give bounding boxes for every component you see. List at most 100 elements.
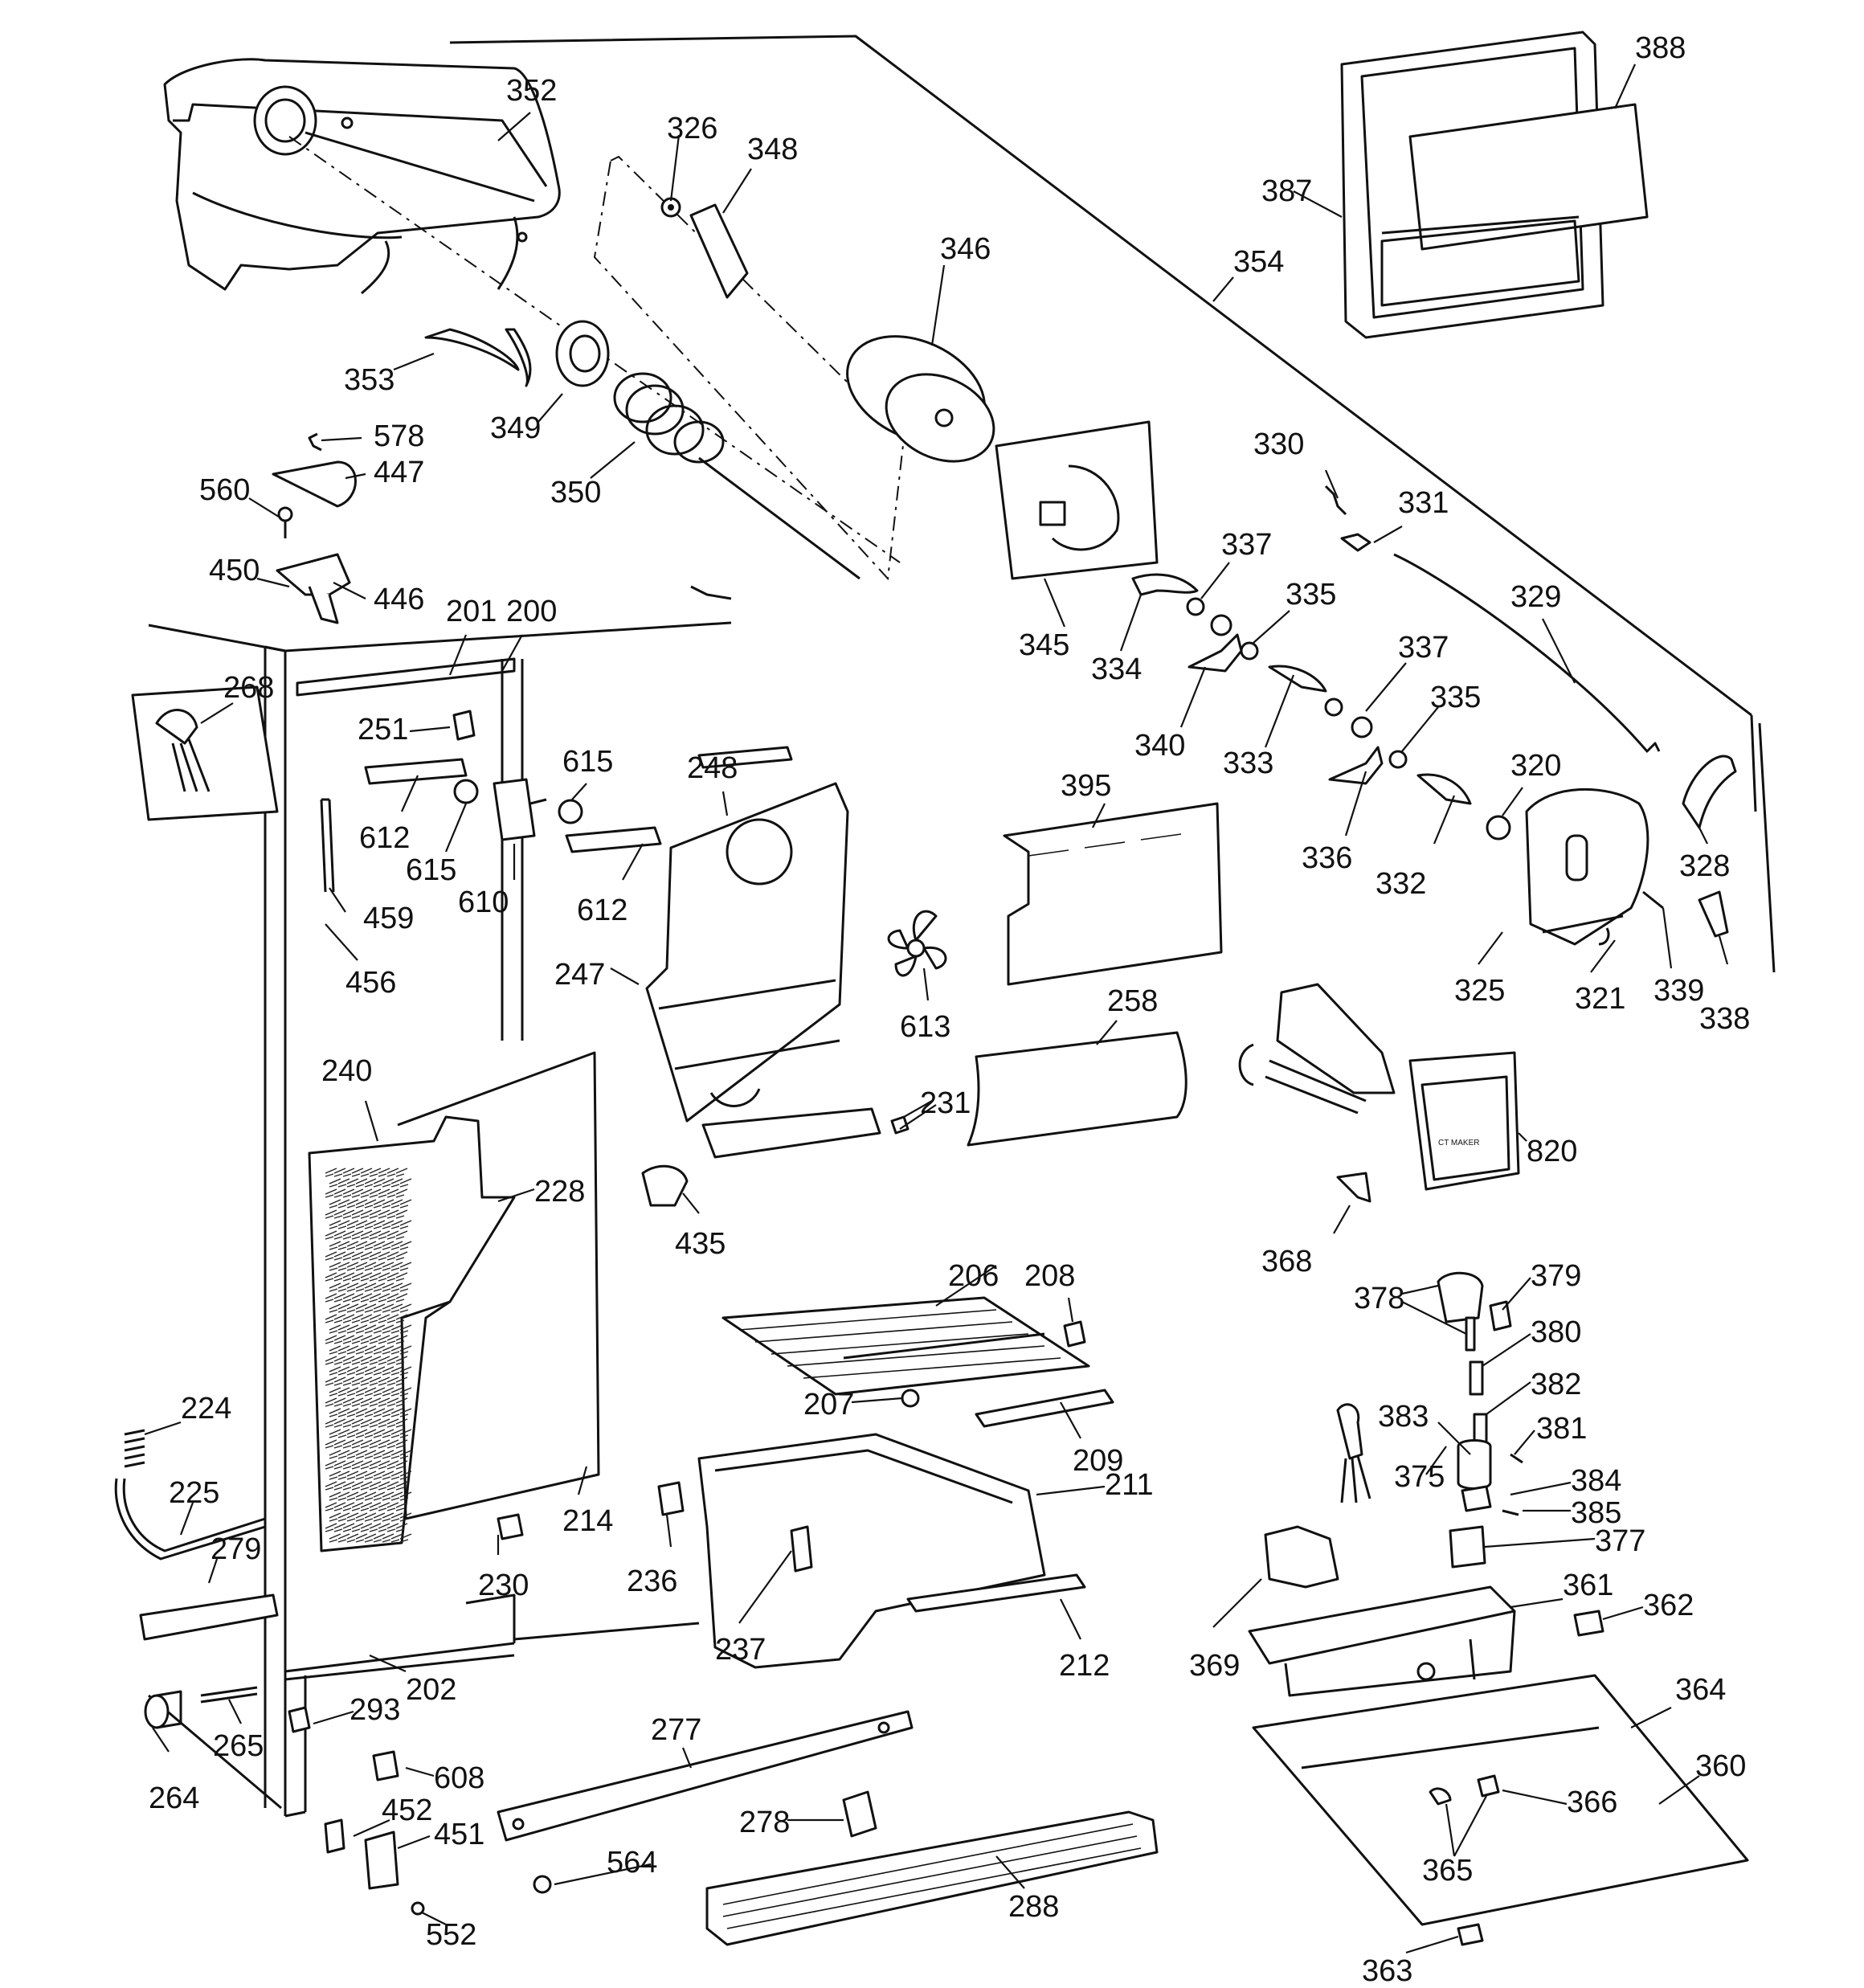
- part-label-214: 214: [562, 1504, 613, 1538]
- evaporator-fin-stroke: [395, 1230, 408, 1240]
- dispenser-solenoid-parts: [1336, 1271, 1523, 1569]
- part-label-456: 456: [345, 966, 396, 1000]
- fan-motor-brackets: [364, 710, 662, 853]
- evaporator-fin-stroke: [390, 1324, 403, 1334]
- evaporator-fin-stroke: [378, 1293, 390, 1303]
- evaporator-fin-stroke: [337, 1450, 350, 1459]
- evaporator-fin-stroke: [364, 1262, 377, 1271]
- evaporator-fin-stroke: [399, 1220, 412, 1229]
- evaporator-fin-stroke: [390, 1366, 403, 1376]
- evaporator-fin-stroke: [351, 1272, 364, 1282]
- evaporator-fin-stroke: [386, 1523, 399, 1532]
- mounting-plate-part: [995, 420, 1159, 580]
- evaporator-fin-stroke: [342, 1418, 355, 1428]
- evaporator-fin-stroke: [337, 1324, 350, 1334]
- evaporator-fin-stroke: [337, 1241, 350, 1250]
- evaporator-fin-stroke: [390, 1429, 403, 1438]
- evaporator-fin-stroke: [333, 1376, 346, 1386]
- evaporator-fin-stroke: [386, 1293, 399, 1303]
- evaporator-fin-stroke: [378, 1523, 390, 1532]
- evaporator-fin-stroke: [325, 1209, 337, 1219]
- evaporator-fin-stroke: [346, 1512, 359, 1522]
- part-label-363: 363: [1362, 1954, 1412, 1988]
- evaporator-fin-stroke: [325, 1314, 337, 1323]
- part-label-264: 264: [149, 1781, 199, 1815]
- evaporator-fin-stroke: [325, 1188, 337, 1198]
- evaporator-fin-stroke: [369, 1418, 382, 1428]
- evaporator-fin-stroke: [333, 1335, 346, 1344]
- evaporator-fin-stroke: [378, 1397, 390, 1407]
- evaporator-fin-stroke: [337, 1262, 350, 1271]
- evaporator-fin-stroke: [382, 1491, 394, 1501]
- part-label-361: 361: [1563, 1569, 1613, 1602]
- part-label-225: 225: [169, 1476, 219, 1510]
- evaporator-fin-stroke: [329, 1471, 341, 1480]
- evaporator-fin-stroke: [355, 1512, 368, 1522]
- fan-blade-part: [887, 910, 947, 977]
- evaporator-fin-stroke: [351, 1481, 364, 1491]
- evaporator-fin-stroke: [351, 1418, 364, 1428]
- evaporator-fin-stroke: [378, 1272, 390, 1282]
- evaporator-fin-stroke: [351, 1376, 364, 1386]
- bucket-strap-part: [424, 328, 532, 387]
- evaporator-fin-stroke: [342, 1397, 355, 1407]
- evaporator-fin-stroke: [399, 1199, 412, 1209]
- evaporator-fin-stroke: [364, 1324, 377, 1334]
- evaporator-fin-stroke: [337, 1366, 350, 1376]
- part-label-236: 236: [627, 1565, 677, 1598]
- part-label-395: 395: [1061, 769, 1111, 803]
- evaporator-fin-stroke: [382, 1450, 394, 1459]
- evaporator-fin-stroke: [373, 1199, 386, 1209]
- evaporator-fin-stroke: [346, 1366, 359, 1376]
- part-label-435: 435: [675, 1227, 726, 1261]
- evaporator-fin-stroke: [355, 1450, 368, 1459]
- evaporator-fin-stroke: [399, 1387, 412, 1397]
- evaporator-fin-stroke: [355, 1303, 368, 1313]
- evaporator-fin-stroke: [329, 1199, 341, 1209]
- evaporator-fin-stroke: [378, 1418, 390, 1428]
- part-label-354: 354: [1233, 245, 1284, 279]
- evaporator-fin-stroke: [378, 1209, 390, 1219]
- evaporator-fin-stroke: [333, 1314, 346, 1323]
- part-label-613: 613: [900, 1010, 950, 1044]
- part-label-336: 336: [1302, 841, 1352, 875]
- evaporator-fin-stroke: [351, 1188, 364, 1198]
- evaporator-fin-stroke: [382, 1512, 394, 1522]
- dispenser-base-assembly: [1248, 1525, 1749, 1946]
- evaporator-fin-stroke: [382, 1199, 394, 1209]
- fan-bracket-clip-parts: [641, 1115, 910, 1207]
- ice-maker-motor-part: [1486, 787, 1729, 946]
- evaporator-fin-stroke: [364, 1366, 377, 1376]
- evaporator-fin-stroke: [364, 1450, 377, 1459]
- evaporator-fin-stroke: [351, 1230, 364, 1240]
- evaporator-fin-stroke: [378, 1168, 390, 1177]
- evaporator-fin-stroke: [337, 1199, 350, 1209]
- part-label-349: 349: [490, 411, 541, 445]
- evaporator-fin-stroke: [360, 1523, 373, 1532]
- evaporator-fin-stroke: [360, 1230, 373, 1240]
- evaporator-fin-stroke: [355, 1241, 368, 1250]
- evaporator-fin-stroke: [337, 1429, 350, 1438]
- part-label-279: 279: [211, 1532, 261, 1566]
- part-label-564: 564: [607, 1846, 657, 1880]
- evaporator-fin-stroke: [386, 1188, 399, 1198]
- evaporator-fin-stroke: [333, 1188, 346, 1198]
- evaporator-fin-stroke: [386, 1418, 399, 1428]
- evaporator-fin-stroke: [395, 1502, 408, 1511]
- evaporator-fin-stroke: [373, 1241, 386, 1250]
- evaporator-fin-stroke: [342, 1251, 355, 1261]
- evaporator-fin-stroke: [333, 1251, 346, 1261]
- linkage-rod-part: [1324, 485, 1661, 753]
- evaporator-fin-stroke: [360, 1209, 373, 1219]
- part-label-293: 293: [350, 1693, 400, 1727]
- evaporator-fin-stroke: [395, 1397, 408, 1407]
- evaporator-fin-stroke: [325, 1502, 337, 1511]
- auger-seal-parts: [660, 197, 749, 299]
- evaporator-fin-stroke: [390, 1450, 403, 1459]
- part-label-345: 345: [1019, 628, 1069, 662]
- evaporator-fin-stroke: [355, 1491, 368, 1501]
- evaporator-fin-stroke: [373, 1220, 386, 1229]
- ice-maker-face-text: CT MAKER: [1438, 1139, 1480, 1147]
- evaporator-fin-stroke: [369, 1481, 382, 1491]
- evaporator-fin-stroke: [390, 1220, 403, 1229]
